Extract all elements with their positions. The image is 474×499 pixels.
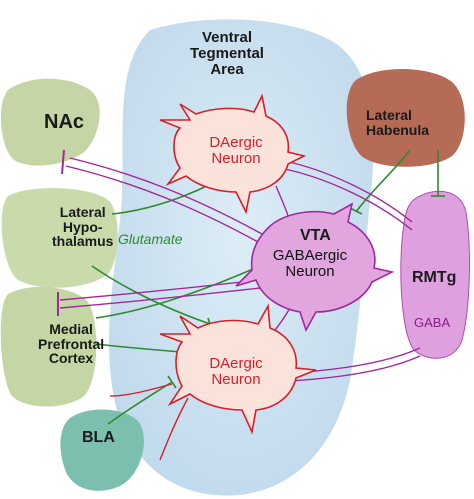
da-neuron-top-label: DAergic Neuron (209, 134, 263, 167)
bla-shape (60, 409, 144, 491)
rmtg-to-da-top-projection-inner (279, 167, 413, 231)
lateral-hypothalamus-shape (1, 188, 118, 288)
vta-gaba-to-mpfc-projection (59, 279, 261, 301)
mpfc-to-vta-gaba-projection (95, 265, 261, 319)
nac-shape (0, 78, 100, 166)
gaba-label: GABA (414, 315, 451, 330)
glutamate-label: Glutamate (118, 231, 183, 247)
bla-label: BLA (82, 429, 115, 446)
vta-gaba-neuron-shape (235, 202, 395, 332)
medial-prefrontal-cortex-label: Medial Prefrontal Cortex (38, 321, 105, 367)
lateral-habenula-label: Lateral Habenula (366, 107, 430, 138)
mpfc-to-da-bottom-projection (95, 343, 181, 353)
vta-gaba-to-nac-projection-inner (65, 165, 259, 243)
da-bottom-dendrites (109, 383, 189, 461)
vta-gaba-to-mpfc-projection-inner (59, 287, 261, 309)
da-neuron-bottom-shape (159, 303, 317, 435)
glutamate-terminal (349, 207, 363, 215)
vta-gaba-title: VTA (300, 227, 331, 244)
gaba-terminal (61, 149, 65, 175)
da-neuron-top-shape (159, 93, 307, 215)
vta-gaba-neuron-label: GABAergic Neuron (272, 247, 348, 280)
lateral-habenula-shape (346, 68, 465, 167)
medial-prefrontal-cortex-shape (0, 286, 97, 407)
nac-label: NAc (44, 111, 85, 133)
vta-area-label: Ventral Tegmental Area (190, 29, 264, 78)
glutamate-terminal (167, 375, 177, 389)
da-neuron-bottom-label: DAergic Neuron (209, 355, 263, 388)
lateral-hypothalamus-label: Lateral Hypo- thalamus (52, 204, 114, 250)
rmtg-to-da-top-projection (279, 159, 413, 223)
rmtg-label: RMTg (412, 269, 457, 286)
lhb-to-vta-gaba-projection (355, 149, 411, 213)
vta-gaba-to-nac-projection (69, 157, 263, 235)
